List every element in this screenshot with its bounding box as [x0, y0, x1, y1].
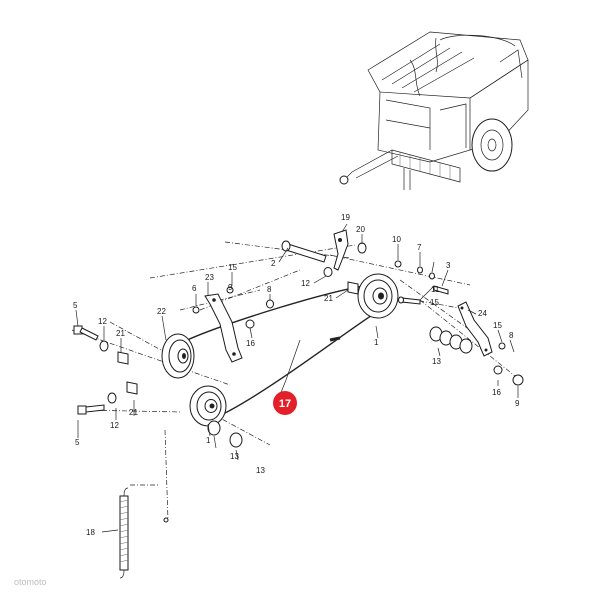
bolt-5-lower — [77, 404, 105, 415]
label-16-right: 16 — [492, 388, 501, 397]
pulley-left-lower — [189, 385, 227, 427]
bolt-11 — [398, 296, 421, 305]
label-9-right: 9 — [515, 399, 520, 408]
label-16-left: 16 — [246, 339, 255, 348]
label-9-left: 9 — [228, 283, 233, 292]
label-20: 20 — [356, 225, 365, 234]
label-12-upper-left: 12 — [98, 317, 107, 326]
washers-and-nuts — [99, 242, 524, 448]
label-19: 19 — [341, 213, 350, 222]
label-13-lower-right: 13 — [256, 466, 265, 475]
label-21-upper-left: 21 — [116, 329, 125, 338]
label-10: 10 — [392, 235, 401, 244]
assembly-center-lines — [71, 241, 521, 521]
bracket-23 — [204, 293, 243, 363]
label-18: 18 — [86, 528, 95, 537]
label-22: 22 — [157, 307, 166, 316]
bolt-2 — [281, 240, 327, 263]
label-5-upper: 5 — [73, 301, 78, 310]
bolt-3 — [433, 285, 449, 295]
label-3: 3 — [446, 261, 451, 270]
label-13-lower-left: 13 — [230, 452, 239, 461]
label-11: 11 — [431, 285, 440, 294]
label-5-lower: 5 — [75, 438, 80, 447]
watermark-text: otomoto — [14, 577, 47, 587]
label-13-right: 13 — [432, 357, 441, 366]
callout-17-number: 17 — [279, 398, 291, 410]
label-1-upper: 1 — [374, 338, 379, 347]
label-1-lower: 1 — [206, 436, 211, 445]
bolt-5-upper — [73, 325, 99, 341]
label-2: 2 — [271, 259, 276, 268]
label-8: 8 — [267, 285, 272, 294]
callout-17-badge: 17 — [273, 391, 297, 415]
label-12-middle: 12 — [301, 279, 310, 288]
label-21-middle: 21 — [324, 294, 333, 303]
label-23: 23 — [205, 273, 214, 282]
pulley-left-upper — [161, 333, 195, 379]
label-24: 24 — [478, 309, 487, 318]
label-7: 7 — [417, 243, 422, 252]
label-6: 6 — [192, 284, 197, 293]
label-15-right: 15 — [493, 321, 502, 330]
pulley-upper-right — [357, 273, 399, 319]
leader-lines — [75, 223, 519, 533]
lever-19 — [333, 229, 349, 271]
label-21-lower-left: 21 — [129, 408, 138, 417]
bracket-24 — [457, 301, 493, 357]
part-number-labels: 5 12 21 22 5 12 21 6 23 15 9 8 16 2 12 2… — [73, 213, 520, 537]
baler-machine-illustration — [339, 31, 529, 190]
label-15-left: 15 — [228, 263, 237, 272]
label-8-right: 8 — [509, 331, 514, 340]
label-15-upper-right: 15 — [430, 298, 439, 307]
spring-18 — [119, 487, 169, 579]
label-12-lower-left: 12 — [110, 421, 119, 430]
